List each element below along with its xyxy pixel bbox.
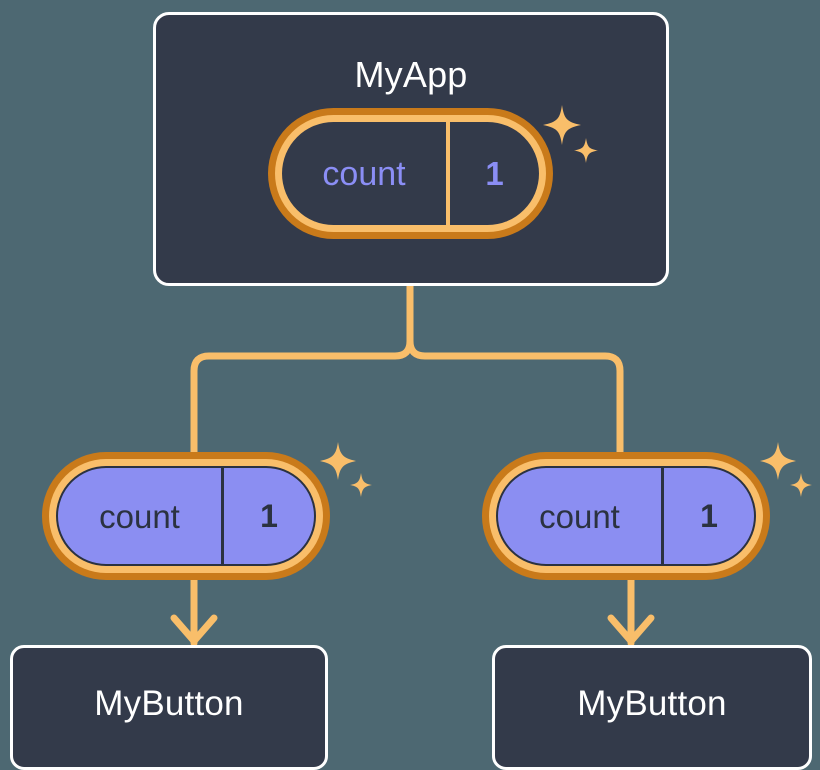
component-card-mybutton-left[interactable]: MyButton: [10, 645, 328, 770]
state-pill-child-left[interactable]: count 1: [42, 452, 330, 580]
component-title: MyButton: [577, 684, 727, 723]
state-pill-ring: count 1: [49, 459, 323, 573]
component-title: MyButton: [94, 684, 244, 723]
page-title: MyApp: [354, 54, 468, 95]
state-key-label: count: [58, 468, 224, 564]
state-pill-body: count 1: [56, 466, 316, 566]
state-pill-child-right[interactable]: count 1: [482, 452, 770, 580]
arrow-down-icon-right: [607, 614, 655, 645]
state-key-label: count: [282, 122, 450, 225]
state-key-label: count: [498, 468, 664, 564]
state-pill-ring: count 1: [489, 459, 763, 573]
arrow-down-icon-left: [170, 614, 218, 645]
state-value-label: 1: [485, 155, 504, 192]
tree-connector-path: [190, 282, 414, 456]
component-card-mybutton-right[interactable]: MyButton: [492, 645, 812, 770]
state-pill-body: count 1: [496, 466, 756, 566]
state-pill-root[interactable]: count 1: [268, 108, 553, 239]
state-pill-body: count 1: [282, 122, 539, 225]
state-pill-ring: count 1: [275, 115, 546, 232]
tree-connector-path-right: [406, 337, 624, 456]
state-value-label: 1: [260, 498, 278, 534]
state-value-label: 1: [700, 498, 718, 534]
